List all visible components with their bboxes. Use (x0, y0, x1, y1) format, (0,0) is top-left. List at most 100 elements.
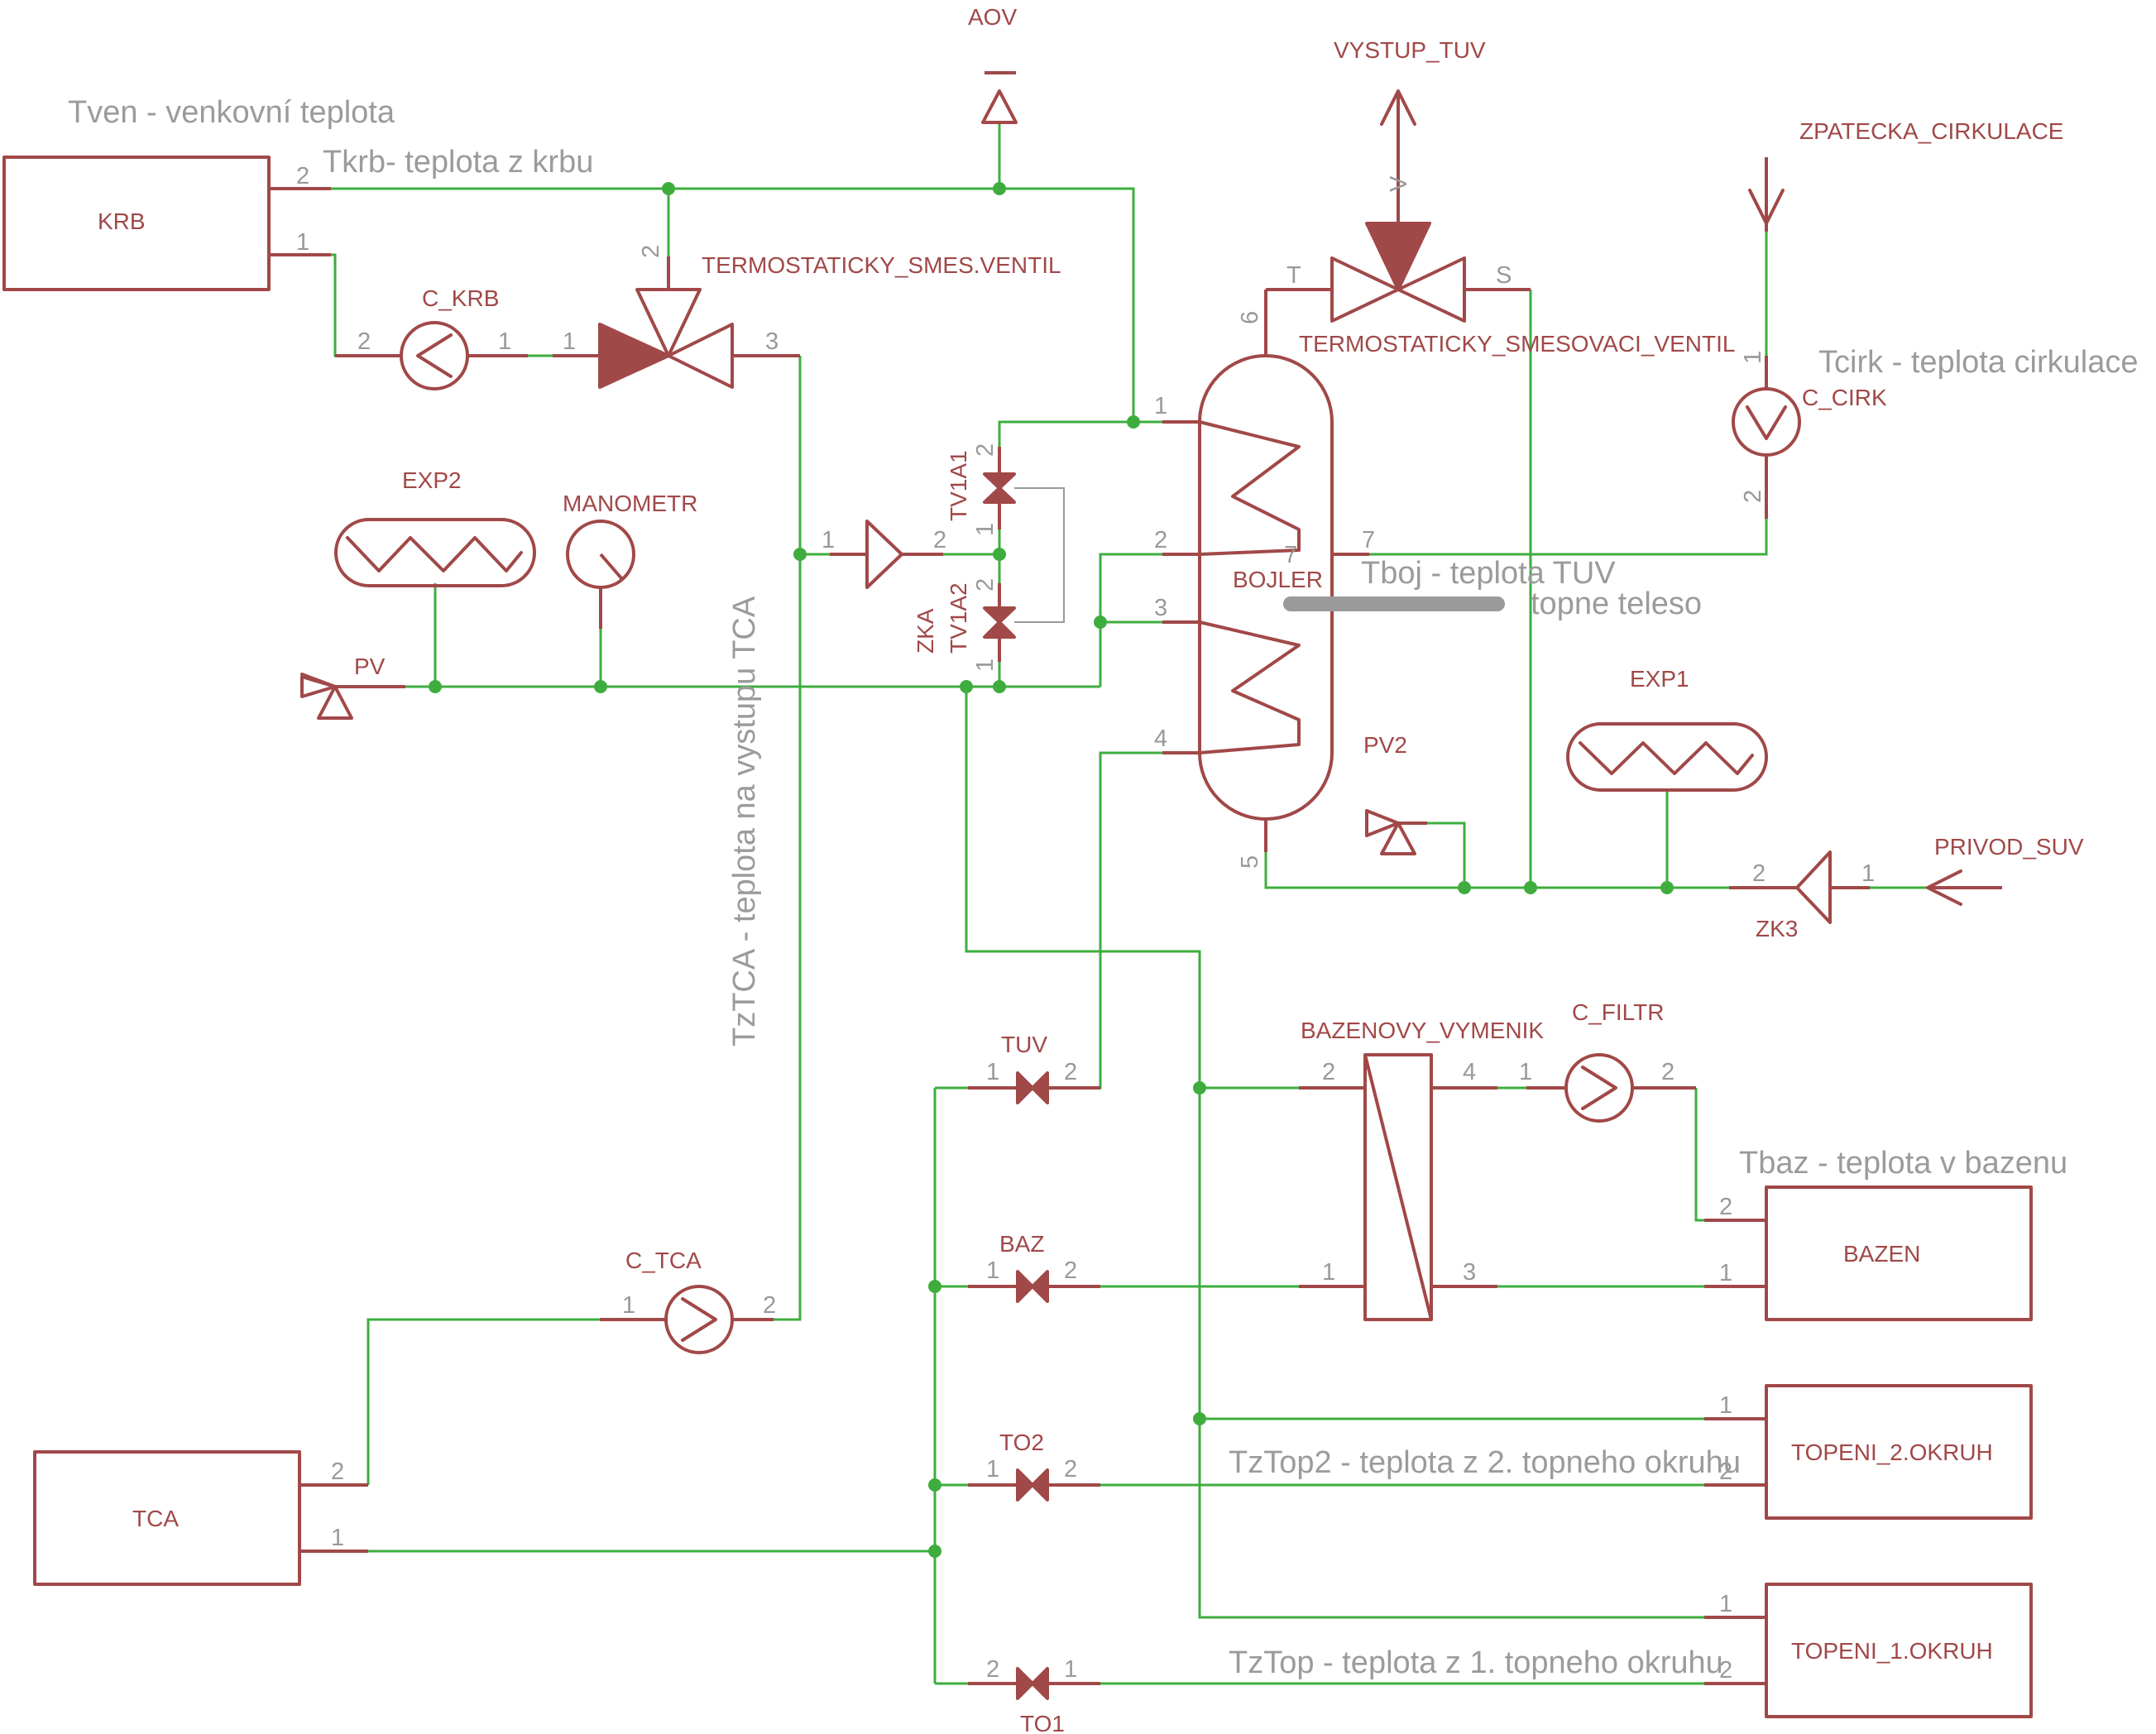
zka-label: ZKA (913, 608, 938, 654)
pin-label: 2 (972, 578, 999, 592)
pin-label: T (1286, 262, 1301, 289)
zk3-label: ZK3 (1756, 916, 1798, 941)
pin-label: 2 (1740, 490, 1766, 503)
termo-smes-ventil: TERMOSTATICKY_SMES.VENTIL 1 2 3 (553, 245, 1061, 389)
pin-label: 3 (765, 328, 779, 355)
aov-label: AOV (968, 4, 1017, 30)
manometr-gauge: MANOMETR (563, 491, 697, 629)
pin-label: 1 (972, 659, 999, 672)
pin-label: 1 (1719, 1591, 1732, 1617)
baz-valve: BAZ 1 2 (968, 1231, 1100, 1303)
pin-label: 1 (1719, 1260, 1732, 1286)
pin-label: 2 (933, 527, 946, 553)
zpatecka-label: ZPATECKA_CIRKULACE (1799, 118, 2063, 144)
annotations: Tven - venkovní teplota Tkrb- teplota z … (68, 95, 2138, 1680)
pin-label: 3 (1154, 595, 1167, 621)
pin-label: V (1386, 175, 1412, 192)
pv-valve: PV (300, 654, 405, 720)
tca-block: TCA 2 1 (33, 1450, 368, 1586)
pin-label: 1 (296, 229, 309, 256)
c-tca-pump: C_TCA 1 2 (600, 1248, 776, 1354)
pin-label: 2 (1064, 1257, 1077, 1284)
pin-label: 2 (1322, 1059, 1335, 1085)
c-krb-label: C_KRB (422, 285, 499, 311)
manometr-label: MANOMETR (563, 491, 697, 516)
pin-label: 2 (1661, 1059, 1674, 1085)
pin-label: S (1496, 262, 1512, 289)
zk3-check-valve: ZK3 2 1 (1729, 850, 1875, 941)
tuv-label: TUV (1001, 1032, 1047, 1057)
note-topne-teleso: topne teleso (1531, 587, 1702, 621)
note-tven: Tven - venkovní teplota (68, 95, 395, 130)
pin-label: 7 (1284, 542, 1297, 568)
pin-label: 1 (622, 1292, 635, 1319)
termo-smes-label: TERMOSTATICKY_SMES.VENTIL (702, 252, 1061, 278)
c-cirk-pump: C_CIRK 1 2 (1732, 351, 1887, 519)
pin-label: 4 (1463, 1059, 1476, 1085)
tv1a2-label: TV1A2 (946, 582, 971, 654)
pin-label: 1 (1740, 351, 1766, 364)
termo-smesovaci-label: TERMOSTATICKY_SMESOVACI_VENTIL (1299, 331, 1735, 357)
pin-label: 1 (1719, 1392, 1732, 1419)
pin-label: 1 (1064, 1656, 1077, 1683)
pin-label: 2 (296, 163, 309, 189)
bazenovy-vymenik: BAZENOVY_VYMENIK 2 4 1 3 (1299, 1018, 1544, 1321)
exp2-label: EXP2 (402, 467, 462, 493)
pin-label: 2 (1719, 1459, 1732, 1485)
pin-label: 2 (986, 1656, 999, 1683)
krb-block: KRB 2 1 (2, 156, 331, 291)
pin-label: 4 (1154, 726, 1167, 752)
tv1a1-label: TV1A1 (946, 450, 971, 521)
krb-label: KRB (98, 208, 146, 234)
bojler-tank: BOJLER 6 1 2 3 4 5 7 7 (1154, 311, 1505, 869)
pin-label: 2 (763, 1292, 776, 1319)
note-tztop: TzTop - teplota z 1. topneho okruhu (1229, 1645, 1723, 1680)
pin-label: 2 (638, 245, 664, 258)
pin-label: 1 (1519, 1059, 1532, 1085)
vystup-tuv-label: VYSTUP_TUV (1334, 37, 1486, 63)
check-valve-1: 1 2 (822, 520, 946, 589)
topeni-1-block: TOPENI_1.OKRUH 1 2 (1704, 1583, 2033, 1718)
note-tbaz: Tbaz - teplota v bazenu (1739, 1146, 2067, 1181)
to1-valve: TO1 2 1 (968, 1656, 1100, 1734)
pin-label: 2 (1752, 860, 1766, 887)
tca-label: TCA (132, 1506, 179, 1531)
pin-label: 1 (1322, 1259, 1335, 1286)
c-filtr-label: C_FILTR (1572, 999, 1665, 1025)
pin-label: 1 (986, 1257, 999, 1284)
pin-label: 1 (822, 527, 835, 553)
note-tztca: TzTCA - teplota na vystupu TCA (727, 596, 762, 1047)
vystup-tuv-port: VYSTUP_TUV (1334, 37, 1486, 223)
pin-label: 2 (1064, 1059, 1077, 1085)
note-tztop2: TzTop2 - teplota z 2. topneho okruhu (1229, 1445, 1741, 1480)
zpatecka-cirkulace-port: ZPATECKA_CIRKULACE (1748, 118, 2063, 232)
tuv-valve: TUV 1 2 (968, 1032, 1100, 1104)
exp1-tank: EXP1 (1566, 666, 1768, 792)
pin-label: 1 (331, 1525, 344, 1551)
exp1-label: EXP1 (1630, 666, 1689, 692)
exp2-tank: EXP2 (334, 467, 536, 587)
c-tca-label: C_TCA (625, 1248, 702, 1273)
note-tkrb: Tkrb- teplota z krbu (323, 145, 593, 180)
note-tcirk: Tcirk - teplota cirkulace (1818, 345, 2138, 380)
pin-label: 1 (986, 1059, 999, 1085)
pin-label: 6 (1237, 311, 1263, 324)
baz-label: BAZ (999, 1231, 1044, 1257)
c-cirk-label: C_CIRK (1802, 385, 1887, 410)
topeni-2-block: TOPENI_2.OKRUH 1 2 (1704, 1384, 2033, 1520)
to2-label: TO2 (999, 1430, 1044, 1455)
pin-label: 2 (1064, 1456, 1077, 1483)
pv2-valve: PV2 (1363, 732, 1427, 855)
bazenovy-vymenik-label: BAZENOVY_VYMENIK (1301, 1018, 1544, 1043)
pin-label: 2 (357, 328, 371, 355)
bazen-block: BAZEN 2 1 (1704, 1186, 2033, 1321)
pin-label: 1 (972, 523, 999, 536)
pin-label: 5 (1237, 855, 1263, 869)
privod-suv-port: PRIVOD_SUV (1926, 834, 2084, 906)
to2-valve: TO2 1 2 (968, 1430, 1100, 1502)
pin-label: 2 (1719, 1194, 1732, 1220)
junctions (429, 182, 1674, 1558)
pin-label: 1 (1154, 393, 1167, 419)
pin-label: 2 (972, 443, 999, 457)
